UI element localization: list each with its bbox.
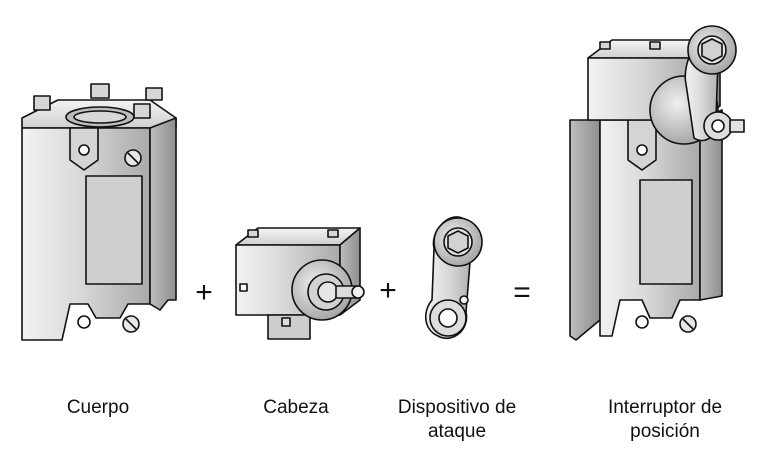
- caption-switch-line2: posición: [630, 421, 700, 442]
- caption-actuator: Dispositivo de ataque: [372, 396, 542, 444]
- caption-head: Cabeza: [236, 396, 356, 420]
- position-switch-illustration: [569, 25, 745, 341]
- switch-body-illustration: [21, 83, 177, 341]
- plus-sign: +: [195, 276, 213, 309]
- caption-actuator-line1: Dispositivo de: [397, 397, 517, 418]
- switch-head-illustration: [235, 227, 365, 340]
- caption-actuator-line2: ataque: [427, 421, 487, 442]
- equals-sign: =: [513, 276, 531, 309]
- caption-switch: Interruptor de posición: [580, 396, 750, 444]
- plus-sign: +: [379, 274, 397, 307]
- caption-head-text: Cabeza: [263, 397, 329, 418]
- caption-switch-line1: Interruptor de: [607, 397, 723, 418]
- actuator-lever-illustration: [425, 216, 483, 339]
- caption-body-text: Cuerpo: [66, 397, 130, 418]
- caption-body: Cuerpo: [38, 396, 158, 420]
